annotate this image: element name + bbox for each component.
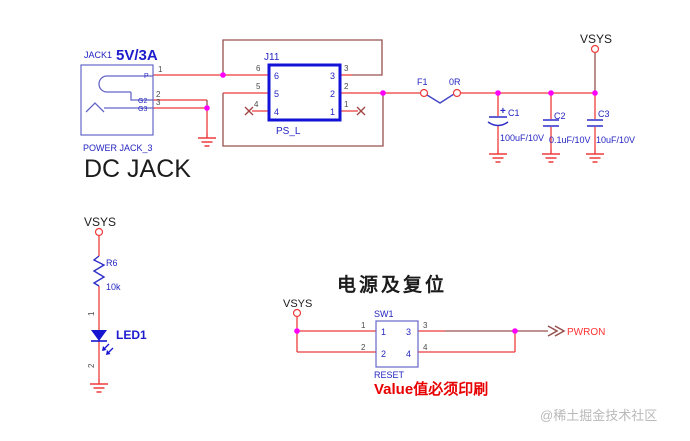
jack-pin-name-g3: G3 <box>138 106 147 113</box>
c1-refdes-label: C1 <box>508 108 520 118</box>
j11-pin-number: 4 <box>254 100 259 109</box>
jack-pin-number: 3 <box>156 98 161 107</box>
j11-pin-number: 5 <box>256 82 261 91</box>
j11-value-label: PS_L <box>276 126 301 137</box>
sw1-pin-name: 1 <box>381 327 386 337</box>
sw1-refdes-label: SW1 <box>374 309 394 319</box>
ground-icon <box>586 149 604 163</box>
j11-pin-number: 3 <box>344 64 349 73</box>
vsys-port-icon <box>590 44 600 54</box>
capacitor-c2-symbol <box>543 119 559 127</box>
j11-pin-name: 6 <box>274 71 279 81</box>
jack-pin-number: 1 <box>158 65 163 74</box>
ground-icon <box>90 379 108 393</box>
ground-icon <box>489 149 507 163</box>
ground-symbols <box>90 133 604 393</box>
vsys-net-label: VSYS <box>84 215 116 229</box>
pwron-port-icon <box>547 325 566 337</box>
c3-value-label: 10uF/10V <box>596 135 635 145</box>
j11-pin-name: 4 <box>274 107 279 117</box>
c3-refdes-label: C3 <box>598 109 610 119</box>
r6-value-label: 10k <box>106 282 121 292</box>
barrel-jack-icon <box>85 75 153 113</box>
j11-pin-name: 5 <box>274 89 279 99</box>
wires-maroon <box>206 39 596 332</box>
sw1-symbol <box>375 320 419 368</box>
j11-pin-name: 3 <box>330 71 335 81</box>
x-icon <box>244 106 254 116</box>
junction-dots <box>204 72 598 334</box>
dcjack-caption: DC JACK <box>84 155 191 183</box>
sw1-pin-name: 4 <box>406 349 411 359</box>
c2-value-label: 0.1uF/10V <box>549 135 591 145</box>
j11-pin-number: 2 <box>344 82 349 91</box>
capacitor-c3-symbol <box>587 119 603 127</box>
c1-value-label: 100uF/10V <box>500 133 544 143</box>
c2-refdes-label: C2 <box>554 111 566 121</box>
sw1-value-label: RESET <box>374 370 405 380</box>
j11-refdes-label: J11 <box>264 52 280 63</box>
dcjack-symbol <box>80 64 154 136</box>
sw1-pin-number: 4 <box>423 343 428 352</box>
j11-pin-number: 6 <box>256 64 261 73</box>
resistor-symbol <box>92 255 106 287</box>
sw1-pin-name: 3 <box>406 327 411 337</box>
value-print-note: Value值必须印刷 <box>374 380 488 398</box>
fuse-symbol <box>419 88 462 104</box>
watermark-label: @稀土掘金技术社区 <box>540 408 657 423</box>
j11-pin-name: 1 <box>330 107 335 117</box>
no-connect-x-icons <box>244 106 366 116</box>
vsys-net-label: VSYS <box>283 298 312 310</box>
jack-footprint-label: POWER JACK_3 <box>83 143 153 153</box>
r6-refdes-label: R6 <box>106 258 118 268</box>
vsys-port-icons <box>94 44 600 318</box>
ground-icon <box>542 149 560 163</box>
led-pin-number: 2 <box>87 363 96 368</box>
jack-pin-number: 2 <box>156 90 161 99</box>
pwron-net-label: PWRON <box>567 327 605 338</box>
fuse-value-label: 0R <box>449 77 461 87</box>
c1-polarity-mark: + <box>500 106 506 117</box>
vsys-port-icon <box>292 308 302 318</box>
j11-pin-name: 2 <box>330 89 335 99</box>
sw1-pin-number: 1 <box>361 321 366 330</box>
sw1-pin-number: 3 <box>423 321 428 330</box>
reset-section-title: 电源及复位 <box>337 273 447 296</box>
fuse-refdes-label: F1 <box>417 77 428 87</box>
vsys-port-icon <box>94 227 104 237</box>
x-icon <box>356 106 366 116</box>
led-pin-number: 1 <box>87 311 96 316</box>
jack-rating-label: 5V/3A <box>116 47 158 64</box>
jack-pin-name-g2: G2 <box>138 98 147 105</box>
led-symbol <box>91 330 114 355</box>
jack-pin-name-p: P <box>144 73 149 80</box>
led-refdes-label: LED1 <box>116 328 147 342</box>
sw1-pin-name: 2 <box>381 349 386 359</box>
capacitor-c1-symbol <box>487 116 509 127</box>
j11-pin-number: 1 <box>344 100 349 109</box>
jack-refdes-label: JACK1 <box>84 50 112 60</box>
wires-red <box>98 74 596 379</box>
vsys-net-label: VSYS <box>580 32 612 46</box>
ground-icon <box>198 133 216 147</box>
j11-symbol <box>267 63 342 122</box>
sw1-pin-number: 2 <box>361 343 366 352</box>
